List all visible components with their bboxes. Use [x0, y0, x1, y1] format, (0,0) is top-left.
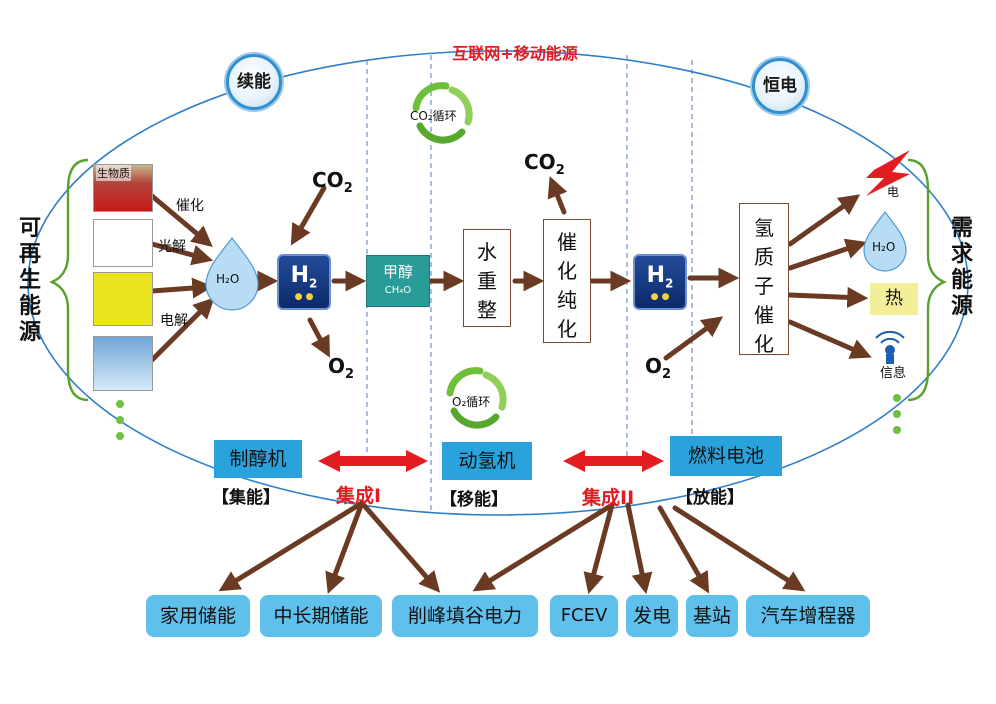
water-drop-icon: [205, 237, 259, 311]
wind-image: [93, 336, 153, 391]
lightning-icon: [866, 150, 910, 196]
system-ellipse: [27, 50, 969, 516]
more-dots: [116, 394, 901, 440]
methanol-box: 甲醇 CH₄O: [366, 255, 430, 307]
o2-subscript: 2: [345, 367, 355, 382]
electrolysis-label: 电解: [160, 313, 188, 329]
purification-char: 化: [557, 259, 577, 283]
methanol-formula: CH₄O: [384, 285, 412, 296]
output-water-label: H₂O: [872, 240, 896, 254]
flow-arrows: [249, 176, 740, 361]
solar-image: [93, 219, 153, 267]
fuel-cell-box: 燃料电池: [670, 436, 782, 476]
co2-cycle-icon: [412, 82, 473, 144]
badge-constant-power: 恒电: [752, 58, 808, 114]
red-double-arrow-2: [563, 450, 664, 472]
integration-one-label: 集成I: [336, 485, 382, 507]
o2-text: O: [645, 354, 663, 378]
electricity-label: 电: [887, 185, 900, 199]
heat-box: 热: [870, 283, 918, 315]
catalytic-purification-box: 催 化 纯 化: [543, 219, 591, 343]
reforming-char: 重: [477, 269, 497, 293]
biomass-image: 生物质: [93, 164, 153, 212]
demand-energy-label: 需求能源: [950, 216, 973, 319]
co2-text: CO: [312, 168, 344, 192]
purification-char: 催: [557, 230, 577, 254]
hydrogen-atom-icon: ● ●: [294, 292, 314, 302]
methanol-name: 甲醇: [382, 263, 413, 281]
o2-output-label: O2: [328, 354, 354, 382]
photolysis-label: 光解: [158, 239, 186, 255]
co2-release-label: CO2: [524, 150, 565, 178]
hydrogen-symbol: H: [646, 263, 666, 288]
pem-catalysis-box: 氢 质 子 催 化: [739, 203, 789, 356]
input-arrows: [149, 193, 215, 363]
mobile-role-label: 【移能】: [440, 490, 508, 510]
renewable-energy-label: 可再生能源: [18, 216, 41, 345]
purification-char: 纯: [557, 288, 577, 312]
catalysis-label: 催化: [176, 198, 204, 214]
info-label: 信息: [880, 366, 907, 381]
diagram-title: 互联网+移动能源: [452, 44, 578, 63]
pem-char: 子: [754, 274, 774, 298]
app-home-storage: 家用储能: [146, 595, 250, 637]
application-arrows: [218, 500, 806, 595]
hydrogen-symbol: H: [290, 263, 310, 288]
reforming-char: 水: [477, 240, 497, 264]
release-role-label: 【放能】: [676, 488, 744, 508]
co2-subscript: 2: [343, 181, 353, 196]
pem-char: 氢: [754, 216, 774, 240]
hydrogen-subscript: 2: [309, 276, 318, 291]
pem-char: 质: [754, 245, 774, 269]
o2-text: O: [328, 354, 346, 378]
app-long-term-storage: 中长期储能: [260, 595, 382, 637]
output-water-drop-icon: [863, 211, 907, 272]
left-brace: [49, 158, 89, 402]
app-power-generation: 发电: [626, 595, 678, 637]
co2-cycle-label: CO₂循环: [410, 109, 457, 123]
pem-char: 化: [754, 332, 774, 356]
nuclear-image: [93, 272, 153, 326]
o2-cycle-icon: [446, 367, 507, 429]
o2-subscript: 2: [662, 367, 672, 382]
pem-char: 催: [754, 303, 774, 327]
hydrogen-subscript: 2: [665, 276, 674, 291]
hydrogen-atom-icon: ● ●: [650, 292, 670, 302]
purification-char: 化: [557, 317, 577, 341]
co2-text: CO: [524, 150, 556, 174]
app-peak-shaving: 削峰填谷电力: [392, 595, 538, 637]
water-label: H₂O: [216, 272, 240, 286]
integration-two-label: 集成II: [582, 487, 635, 509]
info-signal-icon: [875, 330, 905, 364]
hydrogen-engine-box: 动氢机: [442, 442, 532, 480]
app-range-extender: 汽车增程器: [746, 595, 870, 637]
biomass-label: 生物质: [96, 165, 131, 181]
app-base-station: 基站: [686, 595, 738, 637]
co2-input-label: CO2: [312, 168, 353, 196]
o2-input-label: O2: [645, 354, 671, 382]
app-fcev: FCEV: [550, 595, 618, 637]
collect-role-label: 【集能】: [212, 488, 280, 508]
hydrogen-box-2: H2 ● ●: [633, 254, 687, 310]
co2-subscript: 2: [555, 163, 565, 178]
red-double-arrow-1: [318, 450, 428, 472]
hydrogen-box-1: H2 ● ●: [277, 254, 331, 310]
output-arrows: [787, 194, 872, 359]
reforming-char: 整: [477, 298, 497, 322]
o2-cycle-label: O₂循环: [452, 395, 491, 409]
right-brace: [907, 158, 947, 402]
water-reforming-box: 水 重 整: [463, 229, 511, 327]
alcohol-maker-box: 制醇机: [214, 440, 302, 478]
badge-sustainable-energy: 续能: [226, 54, 282, 110]
